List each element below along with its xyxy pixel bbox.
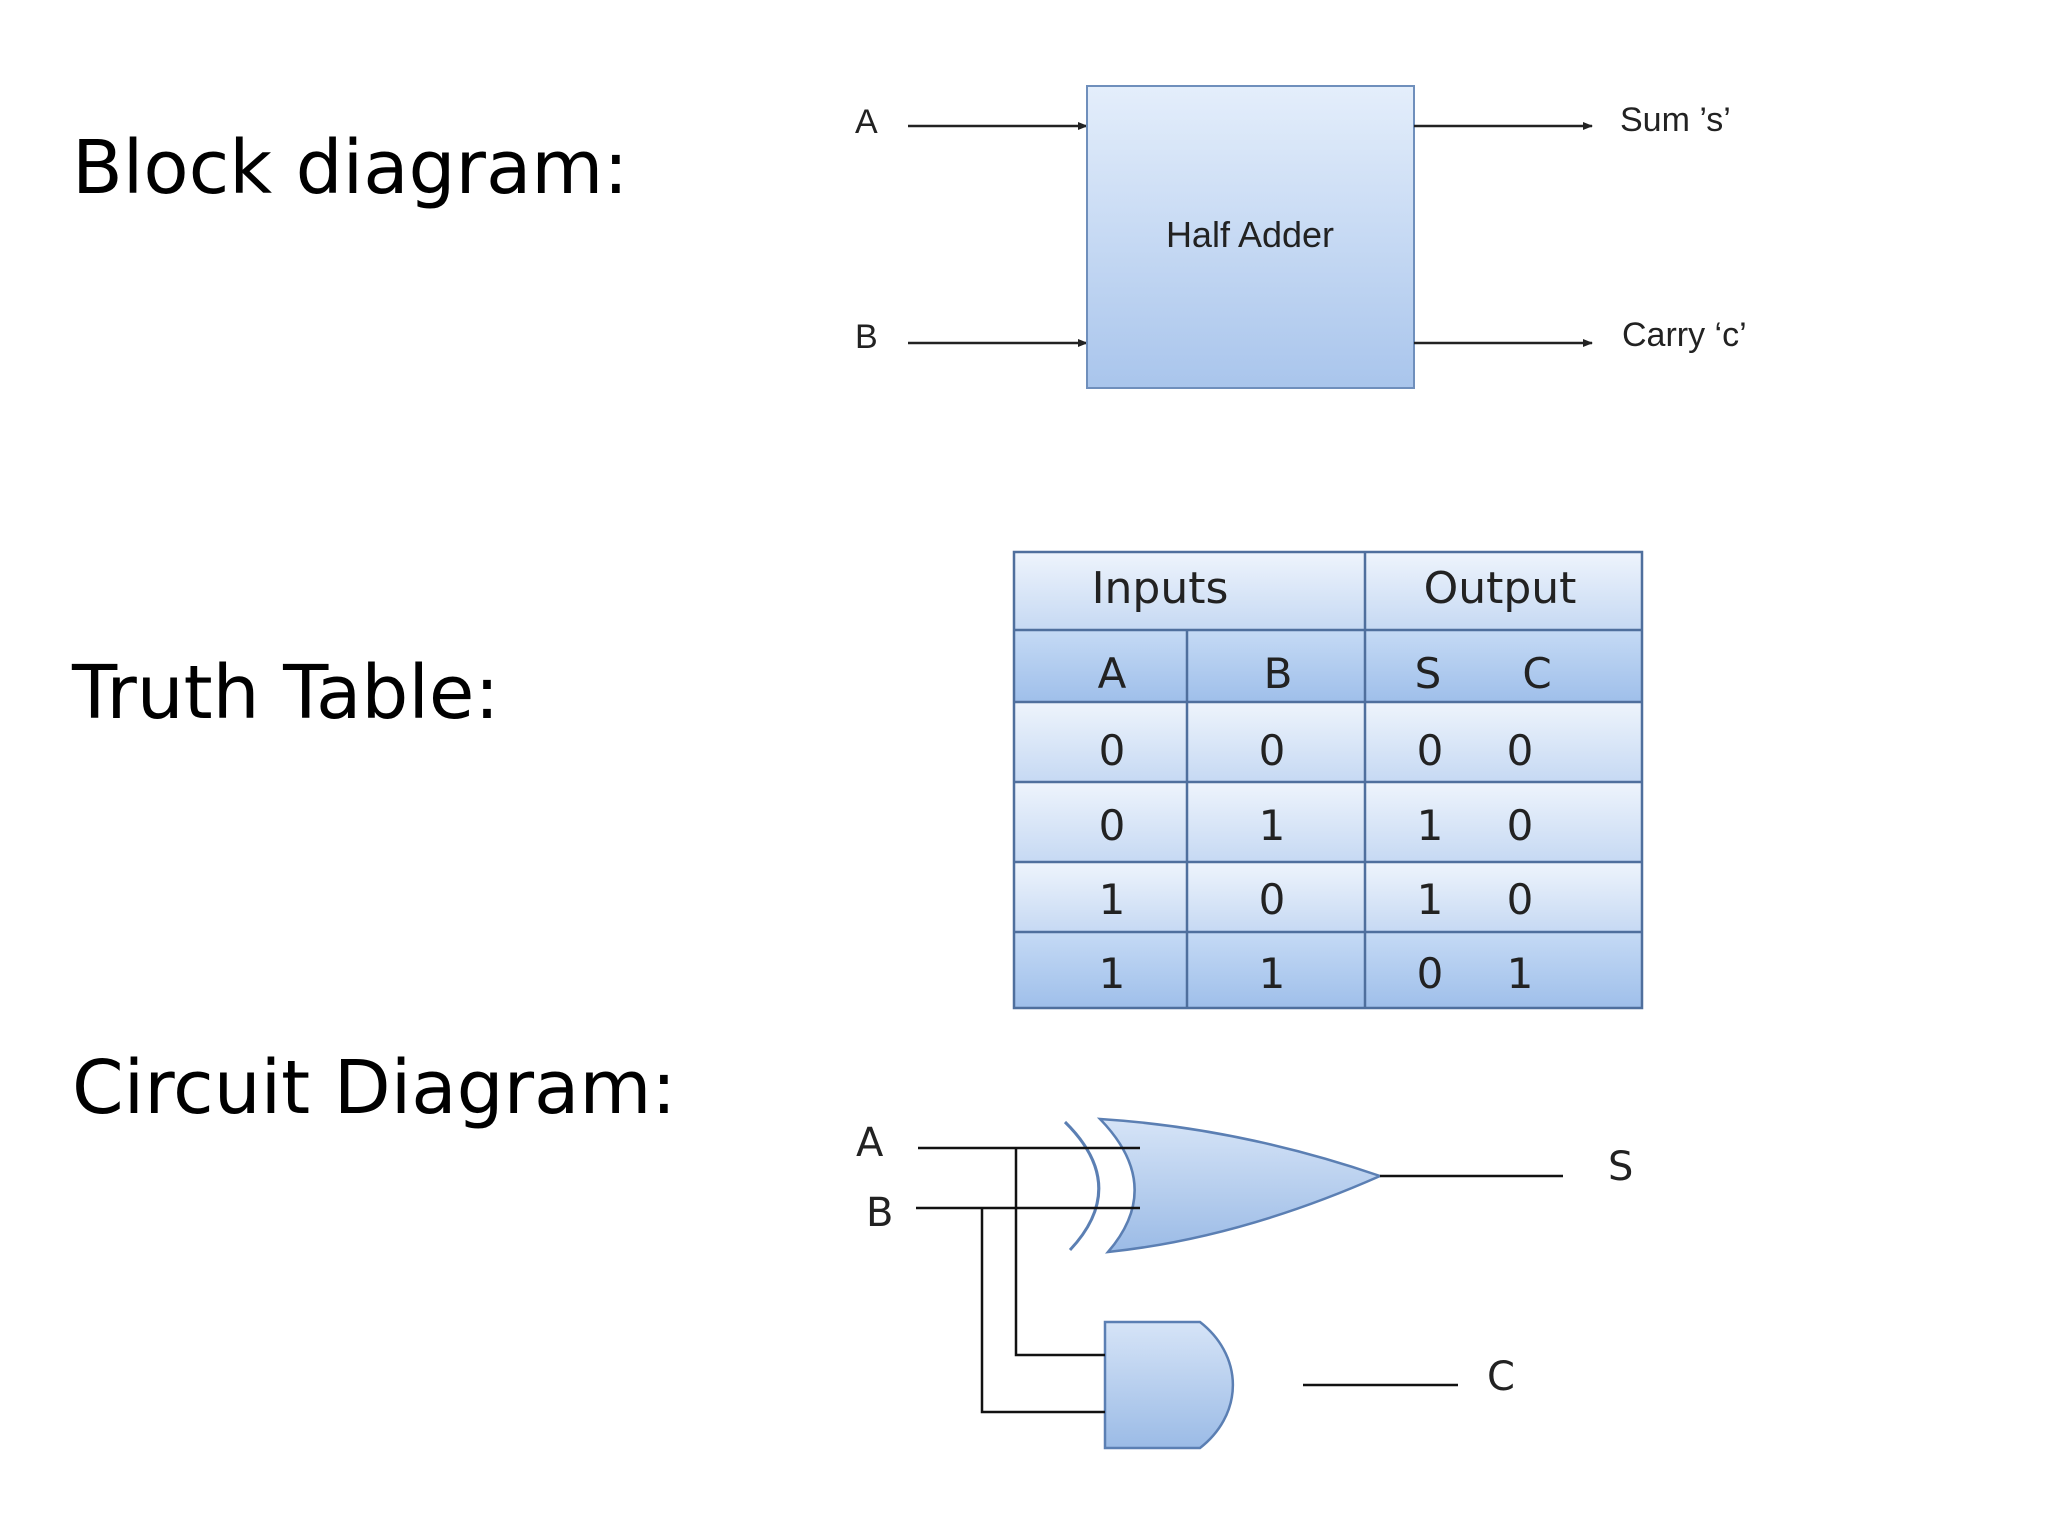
cell-b: 1 [1259,949,1286,998]
cell-a: 0 [1099,801,1126,850]
table-row [1014,932,1642,1008]
table-row [1014,702,1642,782]
cell-b: 0 [1259,726,1286,775]
block-input-b-label: B [855,318,878,356]
circuit-diagram-heading: Circuit Diagram: [72,1045,677,1131]
table-column-header-row [1014,630,1642,702]
cell-b: 0 [1259,875,1286,924]
and-gate [1103,1320,1235,1450]
column-header-c: C [1522,649,1551,698]
cell-s: 0 [1417,726,1444,775]
cell-a: 1 [1099,875,1126,924]
cell-a: 0 [1099,726,1126,775]
column-header-b: B [1264,649,1293,698]
block-diagram-heading: Block diagram: [72,125,629,211]
half-adder-label: Half Adder [1166,214,1334,255]
column-header-a: A [1098,649,1127,698]
circuit-output-s-label: S [1608,1144,1633,1190]
table-row [1014,782,1642,862]
carry-output-label: Carry ‘c’ [1622,316,1747,354]
sum-output-label: Sum ’s’ [1620,101,1731,139]
table-group-header-row [1014,552,1642,630]
cell-c: 0 [1507,875,1534,924]
block-input-a-label: A [855,103,878,141]
cell-s: 1 [1417,875,1444,924]
cell-s: 1 [1417,801,1444,850]
truth-table: Inputs Output A B S C 0 0 0 0 0 1 1 0 1 … [1012,550,1644,1010]
output-group-header: Output [1424,563,1577,614]
circuit-wires [916,1146,1563,1414]
circuit-diagram: A B S C [856,1117,1633,1450]
cell-b: 1 [1259,801,1286,850]
cell-c: 0 [1507,801,1534,850]
inputs-group-header: Inputs [1092,563,1229,614]
truth-table-heading: Truth Table: [72,650,500,736]
circuit-input-a-label: A [856,1120,884,1166]
block-diagram: A B Half Adder Sum ’s’ Carry ‘c’ [855,85,1747,389]
half-adder-box [1086,85,1415,389]
circuit-output-c-label: C [1487,1354,1515,1400]
cell-c: 1 [1507,949,1534,998]
column-header-s: S [1415,649,1442,698]
cell-a: 1 [1099,949,1126,998]
circuit-input-b-label: B [866,1190,893,1236]
cell-c: 0 [1507,726,1534,775]
table-row [1014,862,1642,932]
cell-s: 0 [1417,949,1444,998]
xor-gate [1063,1117,1384,1254]
